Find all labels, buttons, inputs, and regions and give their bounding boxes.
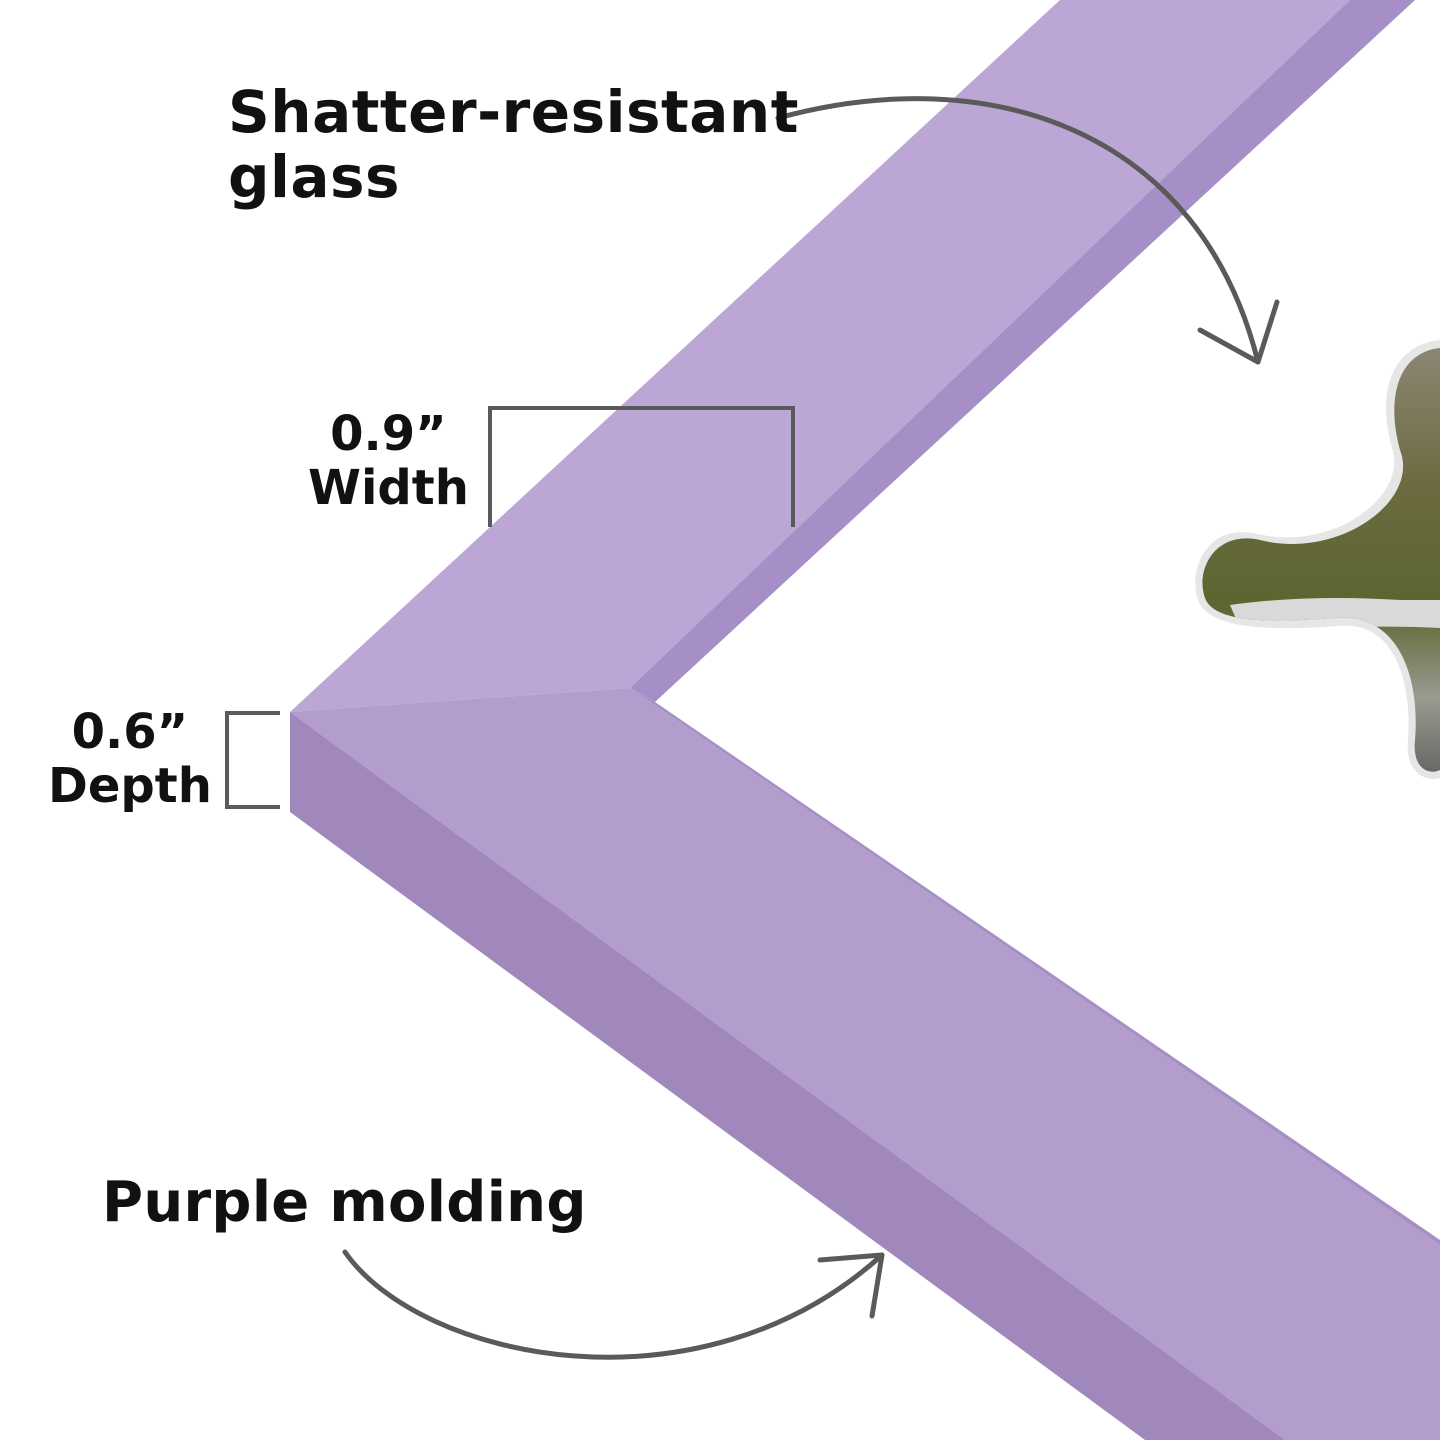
glass-callout-arrow: [775, 96, 1280, 365]
molding-callout-arrow: [342, 1249, 885, 1360]
glass-label: Shatter-resistant glass: [228, 80, 799, 210]
width-bracket: [488, 406, 795, 527]
molding-label: Purple molding: [102, 1170, 587, 1235]
frame-inner-lip-bottom: [630, 688, 1440, 1245]
depth-value: 0.6”: [71, 704, 189, 760]
depth-label: 0.6” Depth: [48, 704, 212, 814]
frame-bottom-arm: [290, 688, 1440, 1440]
molding-text: Purple molding: [102, 1170, 587, 1235]
frame-top-arm: [290, 0, 1415, 712]
depth-word: Depth: [48, 757, 212, 814]
glass-label-line1: Shatter-resistant: [228, 78, 799, 146]
photo-cutout: [1195, 340, 1440, 780]
frame-top-face: [290, 0, 1350, 712]
depth-bracket: [225, 711, 280, 809]
width-label: 0.9” Width: [308, 406, 469, 516]
glass-label-line2: glass: [228, 142, 401, 211]
width-value: 0.9”: [330, 406, 447, 462]
frame-side-face: [290, 712, 1285, 1440]
frame-inner-lip-top: [630, 0, 1415, 702]
frame-bottom-face: [290, 688, 1440, 1440]
width-word: Width: [308, 459, 469, 516]
